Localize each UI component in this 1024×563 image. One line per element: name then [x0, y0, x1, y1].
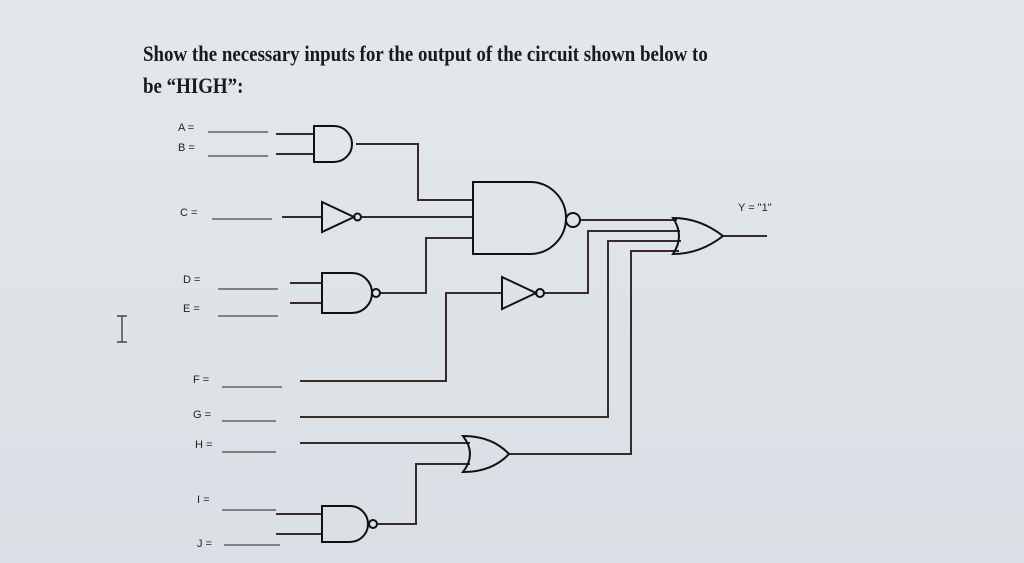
- wire-and-ab-out: [356, 143, 473, 201]
- input-label-c: C =: [180, 207, 197, 219]
- gate-and-ab: [313, 125, 353, 163]
- wire-nand-de-out: [380, 237, 473, 294]
- wire-f: [300, 292, 502, 382]
- gate-nand-main-bubble: [565, 212, 581, 228]
- gate-or-output: [671, 216, 725, 256]
- gate-nand-de-bubble: [371, 288, 381, 298]
- circuit-wires: [276, 133, 767, 535]
- question-line-1: Show the necessary inputs for the output…: [143, 41, 708, 66]
- answer-blanks: [208, 131, 282, 546]
- gate-not-c: [321, 200, 357, 234]
- text-cursor-icon: [117, 315, 127, 343]
- input-label-i: I =: [197, 494, 210, 506]
- gate-not-mid: [501, 275, 539, 311]
- gate-nand-ij: [321, 505, 369, 543]
- input-label-e: E =: [183, 303, 200, 315]
- wire-not-mid-out: [544, 230, 680, 294]
- gate-nand-main: [472, 181, 567, 255]
- input-label-j: J =: [197, 538, 212, 550]
- input-label-a: A =: [178, 122, 194, 134]
- gate-not-mid-bubble: [535, 288, 545, 298]
- gate-nand-de: [321, 272, 373, 314]
- input-label-h: H =: [195, 439, 212, 451]
- wire-or-gh-out: [509, 250, 679, 455]
- wire-nand-ij-out: [378, 463, 470, 525]
- wire-g: [300, 240, 681, 418]
- gate-or-gh: [460, 434, 511, 474]
- gate-nand-ij-bubble: [368, 519, 378, 529]
- input-label-g: G =: [193, 409, 211, 421]
- input-label-f: F =: [193, 374, 209, 386]
- output-label-y: Y = "1": [738, 202, 772, 214]
- gate-not-c-bubble: [353, 212, 362, 222]
- input-label-d: D =: [183, 274, 200, 286]
- question-line-2: be “HIGH”:: [143, 73, 244, 98]
- circuit-gates: [313, 125, 725, 543]
- input-label-b: B =: [178, 142, 195, 154]
- question-text: Show the necessary inputs for the output…: [143, 38, 883, 102]
